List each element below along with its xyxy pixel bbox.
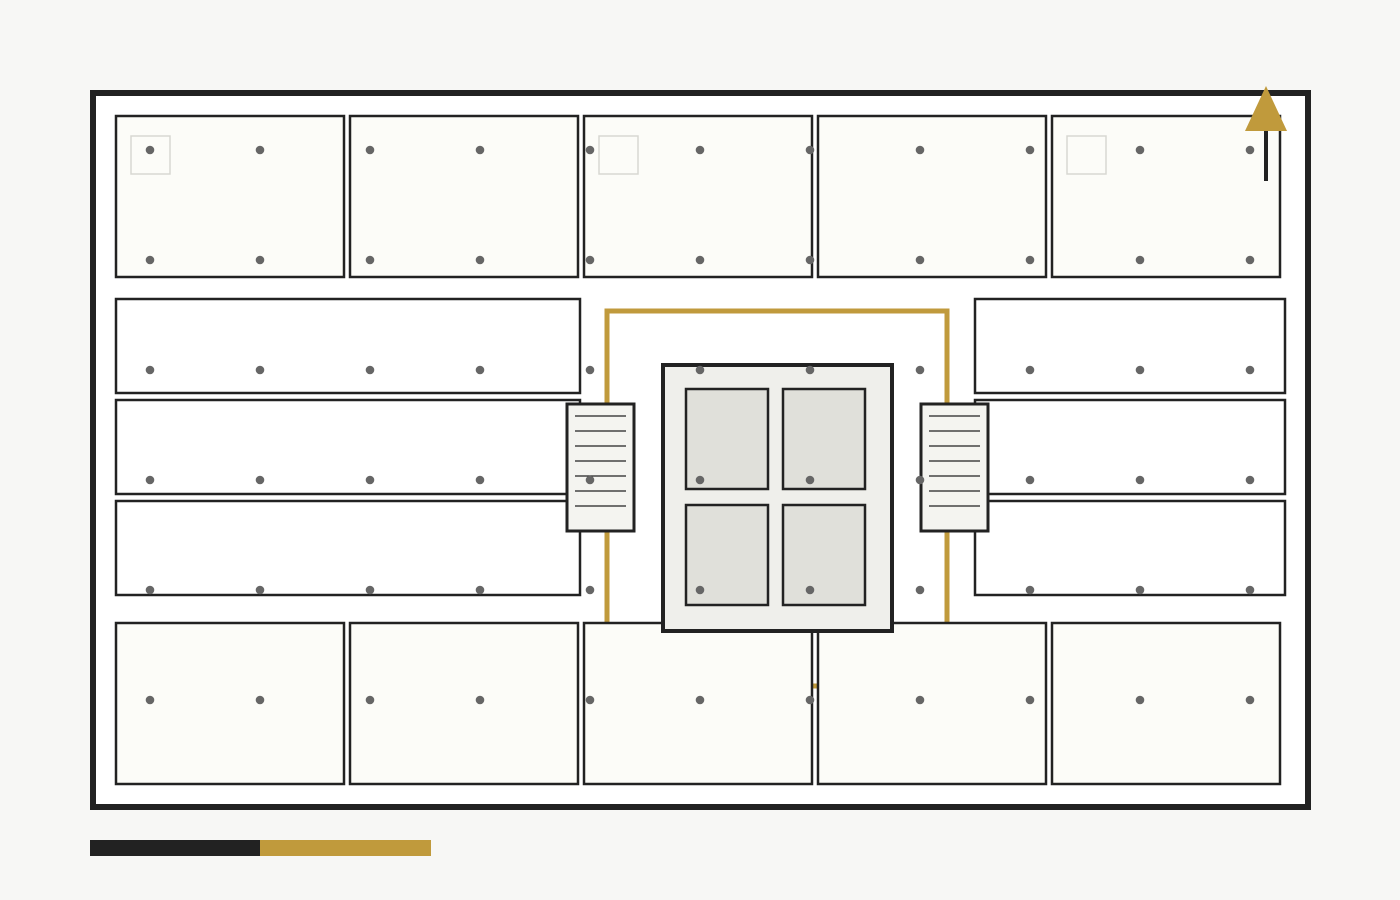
column-dot-icon [255, 365, 265, 375]
column-dot-icon [1245, 365, 1255, 375]
unit-top [348, 114, 580, 279]
unit-fixture [1066, 135, 1107, 175]
column-dot-icon [1135, 145, 1145, 155]
column-dot-icon [475, 695, 485, 705]
column-dot-icon [145, 585, 155, 595]
column-dot-icon [475, 145, 485, 155]
column-dot-icon [585, 145, 595, 155]
unit-right-mid [973, 398, 1287, 496]
column-dot-icon [695, 695, 705, 705]
column-dot-icon [1245, 585, 1255, 595]
column-dot-icon [1025, 695, 1035, 705]
unit-right-mid [973, 499, 1287, 597]
north-arrow [1245, 86, 1287, 181]
column-dot-icon [915, 475, 925, 485]
column-dot-icon [365, 475, 375, 485]
column-dot-icon [1025, 475, 1035, 485]
unit-left-mid [114, 297, 582, 395]
column-dot-icon [145, 695, 155, 705]
column-dot-icon [365, 255, 375, 265]
stairs-layer [565, 402, 990, 533]
unit-bottom [816, 621, 1048, 786]
column-dot-icon [255, 145, 265, 155]
unit-right-mid [973, 297, 1287, 395]
column-dot-icon [1245, 695, 1255, 705]
column-dot-icon [805, 475, 815, 485]
column-dot-icon [365, 145, 375, 155]
unit-bottom [1050, 621, 1282, 786]
units-layer [114, 114, 1287, 786]
column-dot-icon [585, 695, 595, 705]
column-dot-icon [475, 475, 485, 485]
column-dot-icon [585, 585, 595, 595]
column-dot-icon [255, 585, 265, 595]
column-dot-icon [1135, 365, 1145, 375]
column-dot-icon [585, 365, 595, 375]
column-dot-icon [145, 255, 155, 265]
column-dot-icon [695, 145, 705, 155]
column-dot-icon [365, 585, 375, 595]
column-dot-icon [1135, 255, 1145, 265]
north-arrow-icon [1245, 86, 1287, 131]
column-dot-icon [1135, 695, 1145, 705]
column-dot-icon [255, 695, 265, 705]
stair [565, 402, 636, 533]
column-dot-icon [1245, 255, 1255, 265]
column-dot-icon [695, 585, 705, 595]
column-dot-icon [365, 365, 375, 375]
scale-bar [90, 840, 431, 856]
scale-bar-segment-dark [90, 840, 260, 856]
column-dot-icon [1025, 585, 1035, 595]
column-dot-icon [805, 695, 815, 705]
column-dot-icon [1135, 585, 1145, 595]
column-dot-icon [475, 255, 485, 265]
column-dot-icon [145, 145, 155, 155]
unit-fixture [598, 135, 639, 175]
column-dot-icon [915, 145, 925, 155]
column-dot-icon [805, 145, 815, 155]
unit-left-mid [114, 499, 582, 597]
unit-bottom [348, 621, 580, 786]
column-dot-icon [1245, 145, 1255, 155]
elevator-shaft [781, 503, 867, 607]
column-dot-icon [1025, 145, 1035, 155]
column-dot-icon [805, 255, 815, 265]
column-dot-icon [805, 365, 815, 375]
unit-left-mid [114, 398, 582, 496]
column-dot-icon [585, 475, 595, 485]
elevator-shaft [684, 387, 770, 491]
column-dot-icon [145, 365, 155, 375]
elevator-shaft [781, 387, 867, 491]
column-dot-icon [1245, 475, 1255, 485]
stair [919, 402, 990, 533]
column-dot-icon [915, 585, 925, 595]
column-dot-icon [475, 365, 485, 375]
column-dot-icon [695, 365, 705, 375]
column-dot-icon [145, 475, 155, 485]
column-dot-icon [695, 255, 705, 265]
column-dot-icon [255, 255, 265, 265]
unit-fixture [130, 135, 171, 175]
column-dot-icon [915, 365, 925, 375]
column-dot-icon [805, 585, 815, 595]
unit-top [582, 114, 814, 279]
column-dot-icon [475, 585, 485, 595]
column-dot-icon [1025, 365, 1035, 375]
column-dot-icon [915, 695, 925, 705]
column-dot-icon [255, 475, 265, 485]
unit-bottom [114, 621, 346, 786]
column-dot-icon [365, 695, 375, 705]
column-dot-icon [1025, 255, 1035, 265]
unit-top [1050, 114, 1282, 279]
scale-bar-segment-accent [260, 840, 431, 856]
columns-layer [145, 145, 1255, 705]
column-dot-icon [585, 255, 595, 265]
column-dot-icon [915, 255, 925, 265]
unit-top [816, 114, 1048, 279]
unit-top [114, 114, 346, 279]
column-dot-icon [1135, 475, 1145, 485]
column-dot-icon [695, 475, 705, 485]
